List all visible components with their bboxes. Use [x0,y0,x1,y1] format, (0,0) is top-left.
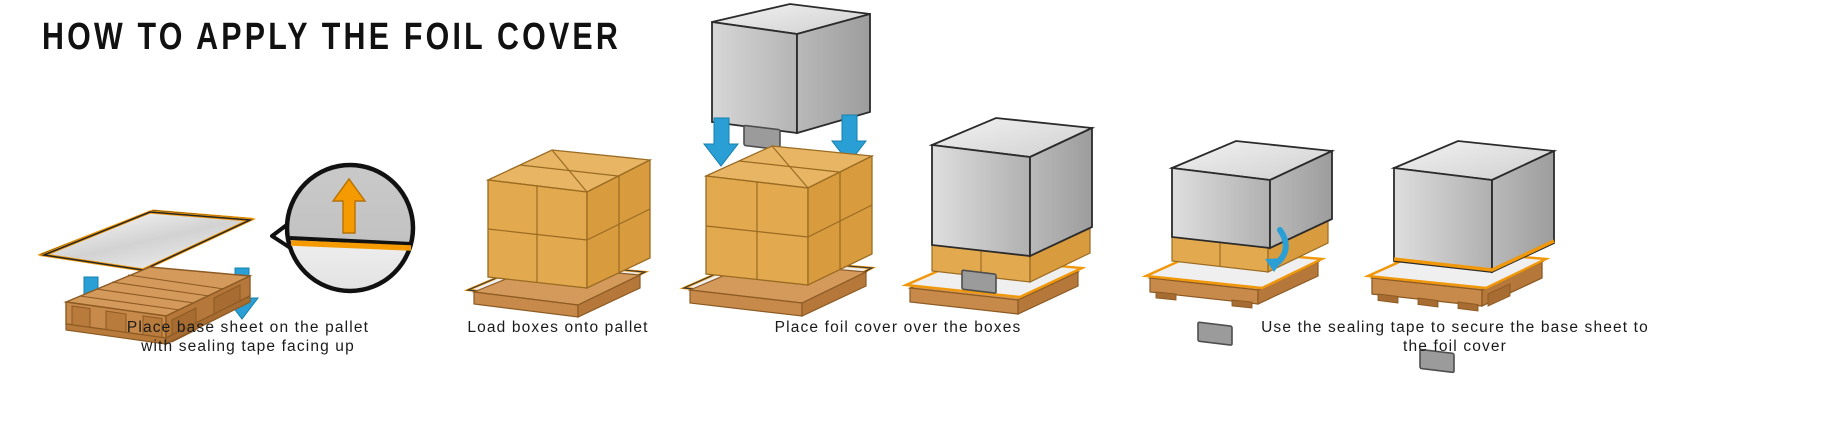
sealed-pallet [1390,140,1558,374]
step-caption-3: Place foil cover over the boxes [774,319,1022,336]
down-arrow-right [830,114,868,164]
foil-cover-over-boxes [928,117,1096,294]
step-4b-illustration [1141,140,1336,346]
foil-label-patch [1419,348,1455,374]
foil-label-patch [961,269,997,294]
step-1-illustration [37,162,416,345]
step-4a-illustration [901,117,1096,315]
step-caption-2: Load boxes onto pallet [467,319,649,336]
step-caption-1: Place base sheet on the pallet with seal… [126,319,370,355]
step-caption-4: Use the sealing tape to secure the base … [1261,319,1649,355]
page-title: HOW TO APPLY THE FOIL COVER [42,16,622,58]
foil-cover [711,3,871,151]
foil-label-patch [743,124,781,151]
foil-cover-over-boxes [1168,140,1336,346]
base-sheet-plate [37,210,257,272]
foil-label-patch [1197,321,1233,346]
pallet [63,266,253,345]
down-arrow-left [702,117,740,167]
step-2-illustration [463,149,653,318]
step-4c-illustration [1363,140,1558,374]
box-stack [703,145,875,287]
step-3-illustration [679,3,877,317]
magnifier-callout [270,162,416,294]
curved-tape-arrow [1265,227,1289,272]
tape-up-arrow [331,177,367,234]
box-stack [485,149,653,290]
